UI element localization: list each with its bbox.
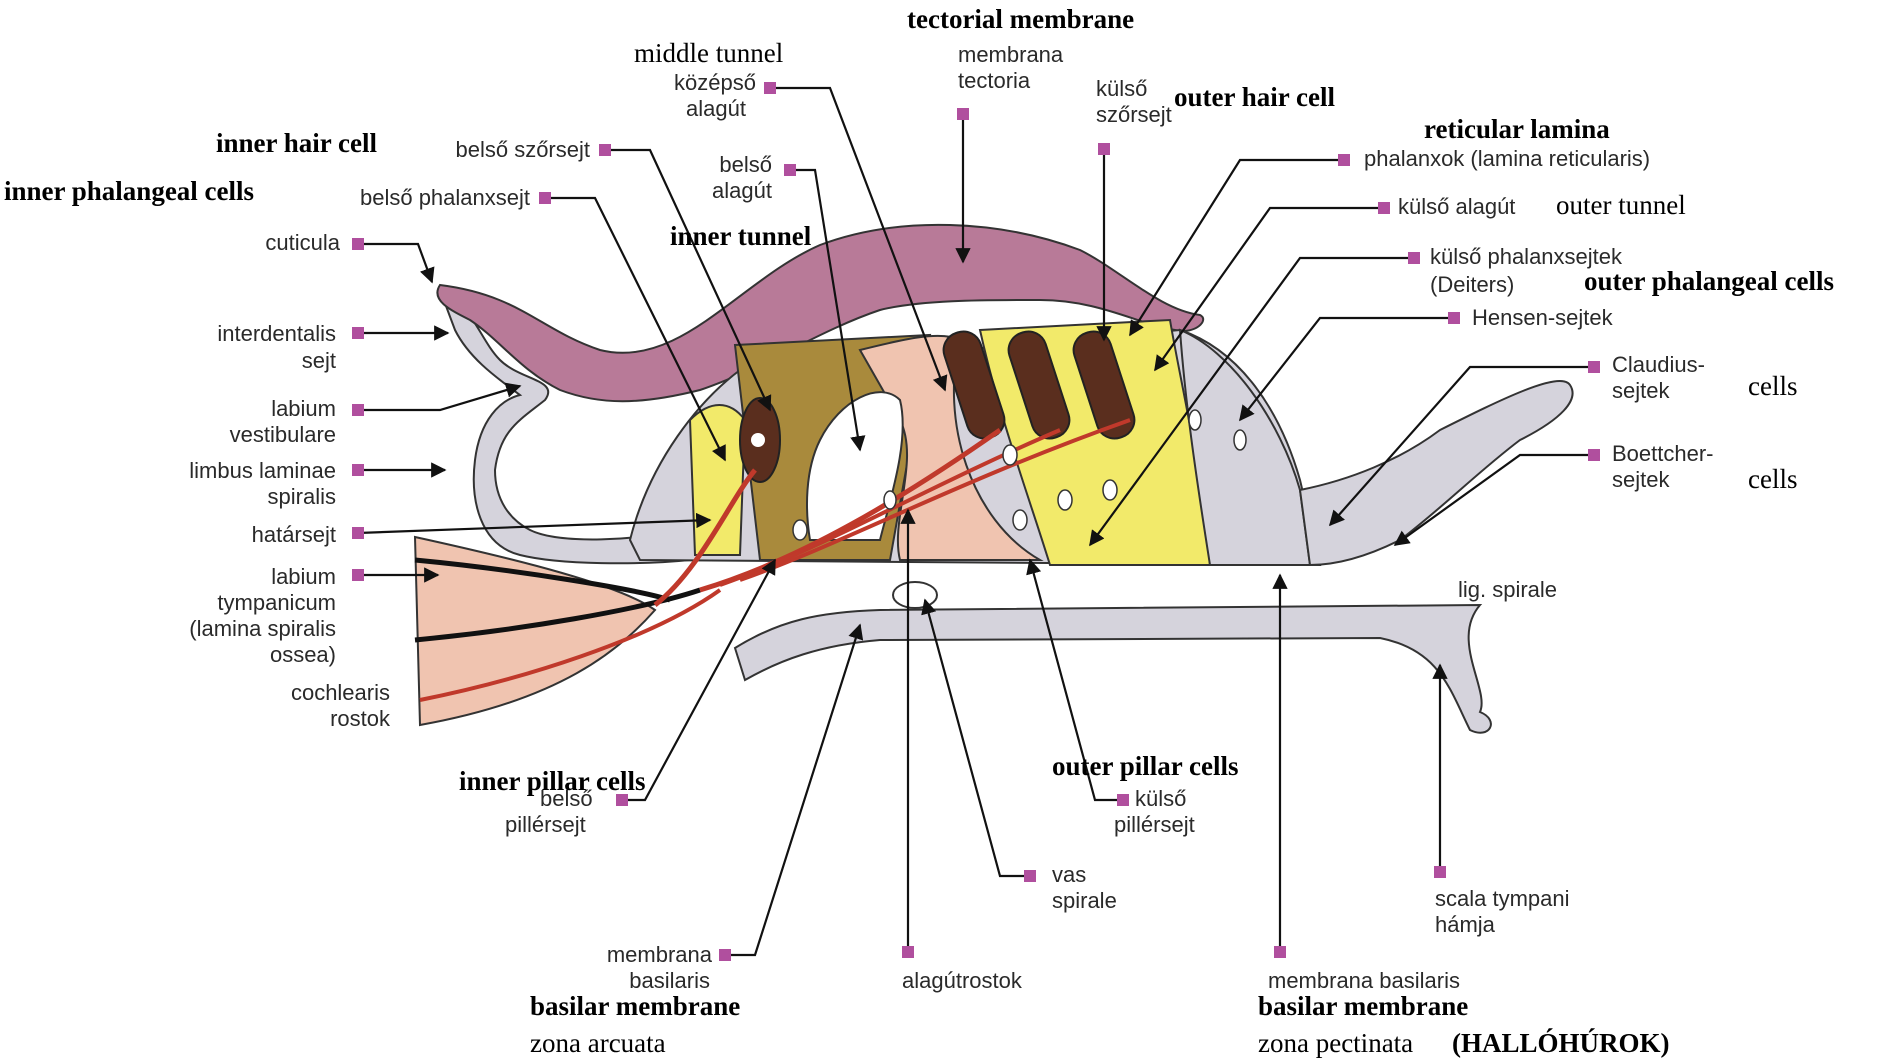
label-claudius-2: sejtek: [1612, 378, 1670, 403]
inner-phalangeal-yellow: [690, 405, 745, 555]
label-belso-szorsejt: belső szőrsejt: [455, 137, 590, 162]
label-hensen: Hensen-sejtek: [1472, 305, 1614, 330]
label-en-outer-pillar-cells: outer pillar cells: [1052, 751, 1238, 781]
vas-spirale-shape: [893, 582, 937, 608]
label-boettcher-2: sejtek: [1612, 467, 1670, 492]
label-membrana-tectoria-1: membrana: [958, 42, 1064, 67]
label-labium-tympanicum-1: labium: [271, 564, 336, 589]
label-lig-spirale: lig. spirale: [1458, 577, 1557, 602]
label-en-cells-boettcher: cells: [1748, 464, 1797, 494]
basilar-cell-chain: [735, 605, 1491, 733]
label-membrana-basilaris-left-1: membrana: [607, 942, 713, 967]
label-en-inner-tunnel: inner tunnel: [670, 221, 812, 251]
label-belso-pillersejt-2: pillérsejt: [505, 812, 586, 837]
label-limbus-1: limbus laminae: [189, 458, 336, 483]
label-labium-tympanicum-3: (lamina spiralis: [189, 616, 336, 641]
label-en-inner-hair-cell: inner hair cell: [216, 128, 377, 158]
inner-hair-cell-shape: [740, 398, 780, 482]
label-en-outer-hair-cell: outer hair cell: [1174, 82, 1335, 112]
label-labium-tympanicum-2: tympanicum: [217, 590, 336, 615]
label-interdentalis-2: sejt: [302, 348, 336, 373]
label-alagutrostok: alagútrostok: [902, 968, 1023, 993]
label-membrana-basilaris-right: membrana basilaris: [1268, 968, 1460, 993]
label-scala-tympani-2: hámja: [1435, 912, 1496, 937]
label-en-cells-claudius: cells: [1748, 371, 1797, 401]
label-en-middle-tunnel: middle tunnel: [634, 38, 783, 68]
label-kulso-alagut: külső alagút: [1398, 194, 1515, 219]
label-scala-tympani-1: scala tympani: [1435, 886, 1570, 911]
label-kulso-pillersejt-2: pillérsejt: [1114, 812, 1195, 837]
label-membrana-tectoria-2: tectoria: [958, 68, 1031, 93]
label-en-zona-pectinata: zona pectinata: [1258, 1028, 1413, 1058]
label-labium-vestibulare-2: vestibulare: [230, 422, 336, 447]
label-interdentalis-1: interdentalis: [217, 321, 336, 346]
label-en-outer-phalangeal-cells: outer phalangeal cells: [1584, 266, 1834, 296]
label-en-hallohurok: (HALLÓHÚROK): [1452, 1028, 1670, 1058]
label-en-basilar-membrane-left: basilar membrane: [530, 991, 740, 1021]
label-vas-spirale-2: spirale: [1052, 888, 1117, 913]
label-en-inner-pillar-cells: inner pillar cells: [459, 766, 646, 796]
label-cuticula: cuticula: [265, 230, 340, 255]
label-boettcher-1: Boettcher-: [1612, 441, 1714, 466]
label-belso-alagut-1: belső: [719, 152, 772, 177]
label-kulso-phalanxsejtek-2: (Deiters): [1430, 272, 1514, 297]
label-en-reticular-lamina: reticular lamina: [1424, 114, 1610, 144]
label-labium-tympanicum-4: ossea): [270, 642, 336, 667]
label-en-tectorial-membrane: tectorial membrane: [907, 4, 1134, 34]
label-phalanxok: phalanxok (lamina reticularis): [1364, 146, 1650, 171]
label-labium-vestibulare-1: labium: [271, 396, 336, 421]
label-membrana-basilaris-left-2: basilaris: [629, 968, 710, 993]
claudius-cells: [1300, 381, 1573, 565]
label-claudius-1: Claudius-: [1612, 352, 1705, 377]
label-cochlearis-2: rostok: [330, 706, 391, 731]
label-hatarsejt: határsejt: [252, 522, 336, 547]
label-belso-phalanxsejt: belső phalanxsejt: [360, 185, 530, 210]
label-en-basilar-membrane-right: basilar membrane: [1258, 991, 1468, 1021]
label-kozepso-alagut-2: alagút: [686, 96, 746, 121]
label-kulso-pillersejt-1: külső: [1135, 786, 1186, 811]
label-vas-spirale-1: vas: [1052, 862, 1086, 887]
label-en-outer-tunnel: outer tunnel: [1556, 190, 1686, 220]
label-kozepso-alagut-1: középső: [674, 70, 756, 95]
label-kulso-szorsejt-1: külső: [1096, 76, 1147, 101]
label-en-inner-phalangeal-cells: inner phalangeal cells: [4, 176, 254, 206]
label-belso-alagut-2: alagút: [712, 178, 772, 203]
label-en-zona-arcuata: zona arcuata: [530, 1028, 666, 1058]
label-kulso-szorsejt-2: szőrsejt: [1096, 102, 1172, 127]
label-limbus-2: spiralis: [268, 484, 336, 509]
label-cochlearis-1: cochlearis: [291, 680, 390, 705]
